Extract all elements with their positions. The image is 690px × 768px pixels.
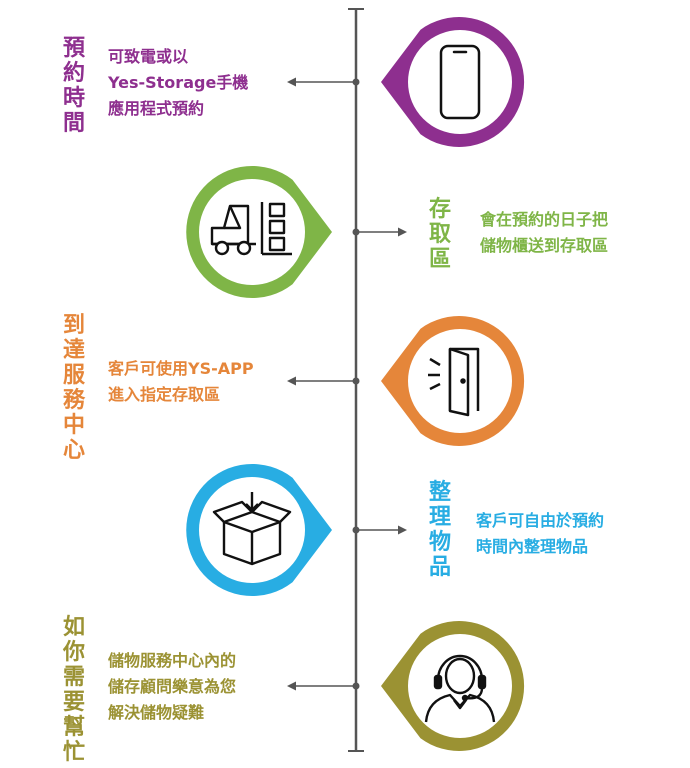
step-3-marker [381, 316, 525, 446]
step-5-title: 如 你 需 要 幫 忙 [62, 615, 85, 765]
connector-arrow-4 [352, 525, 407, 535]
step-3-description: 客戶可使用YS-APP 進入指定存取區 [108, 359, 254, 404]
step-2-title: 存 取 區 [428, 197, 451, 272]
box-icon [212, 492, 292, 566]
headset-agent-icon [424, 654, 496, 723]
step-3-title: 到 達 服 務 中 心 [62, 313, 85, 463]
step-5-description: 儲物服務中心內的 儲存顧問樂意為您 解決儲物疑難 [108, 651, 237, 722]
step-1-description: 可致電或以 Yes-Storage手機 應用程式預約 [108, 47, 249, 118]
step-4-marker [186, 464, 333, 596]
forklift-icon [210, 202, 292, 256]
smartphone-icon [439, 44, 481, 120]
step-4-title: 整 理 物 品 [428, 480, 451, 580]
connector-arrow-1 [287, 77, 360, 87]
connector-arrow-5 [287, 681, 360, 691]
door-icon [428, 347, 480, 417]
connector-arrow-3 [287, 376, 360, 386]
step-2-description: 會在預約的日子把 儲物櫃送到存取區 [480, 210, 609, 255]
connector-arrow-2 [352, 227, 407, 237]
step-1-marker [381, 17, 525, 147]
step-1-title: 預 約 時 間 [62, 36, 85, 136]
step-5-marker [381, 621, 525, 751]
step-2-marker [186, 166, 333, 298]
step-4-description: 客戶可自由於預約 時間內整理物品 [476, 511, 605, 556]
